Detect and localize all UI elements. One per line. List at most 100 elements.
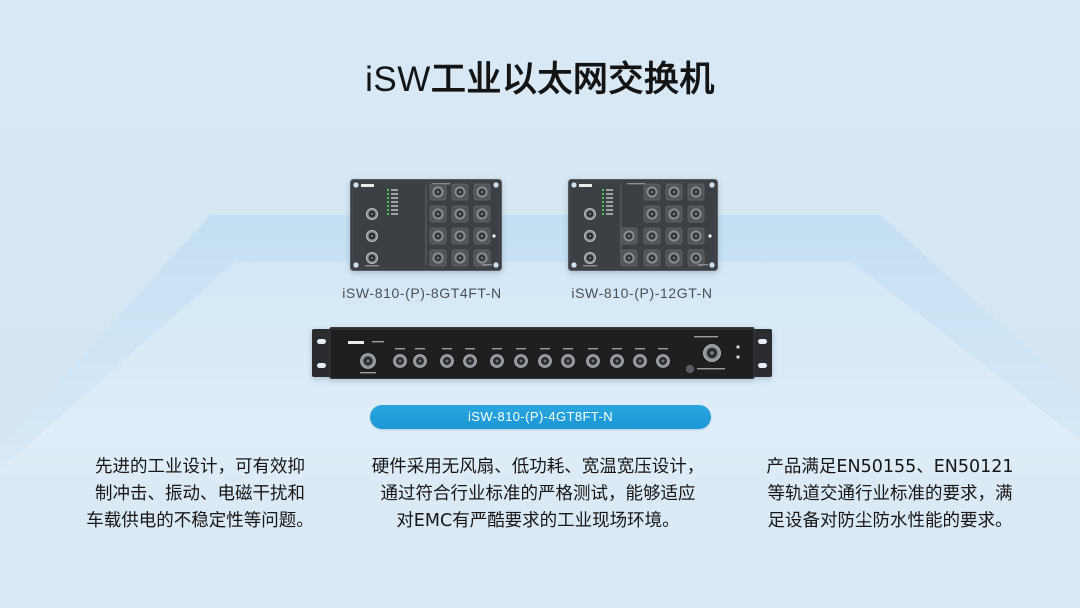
port-pin [436,256,440,260]
status-led [601,192,605,196]
m12-port [393,354,407,368]
product-image-12gt [568,179,718,271]
port-pin [694,256,698,260]
model-plate [482,264,492,266]
port-pin [588,212,592,216]
power-console-port [365,230,378,243]
power-console-port [365,207,378,220]
port-caption [563,348,573,350]
led-caption [606,189,613,191]
port-pin [672,256,676,260]
power-console-port [583,252,596,265]
product-model-label: iSW-810-(P)-12GT-N [571,285,713,301]
port-pin [458,234,462,238]
bottom-fade [0,430,1080,608]
rack-ear-left [312,329,332,377]
device-bezel [570,181,716,269]
m12-port [538,354,552,368]
feature-line: 通过符合行业标准的严格测试，能够适应 [380,484,696,504]
status-led [386,212,390,216]
port-caption [612,348,622,350]
m12-port [473,183,491,201]
led-caption [391,201,398,203]
brand-logo [579,184,592,187]
m12-port [451,205,469,223]
m12-port [687,227,705,245]
port-caption [635,348,645,350]
feature-line: 制冲击、振动、电磁干扰和 [95,484,305,504]
m12-port [413,354,427,368]
port-pin [495,359,499,363]
mounting-hole [493,182,499,188]
led-caption [391,205,398,207]
status-led [601,212,605,216]
led-caption [606,213,613,215]
m12-port [473,249,491,267]
status-led [386,196,390,200]
m12-port [463,354,477,368]
status-led [601,204,605,208]
feature-line: 等轨道交通行业标准的要求，满 [767,484,1013,504]
port-pin [458,190,462,194]
port-pin [480,234,484,238]
rack-slot [317,363,326,368]
feature-description: 先进的工业设计，可有效抑 制冲击、振动、电磁干扰和 车载供电的不稳定性等问题。 [60,454,340,535]
port-pin [436,212,440,216]
m12-port [665,227,683,245]
port-pin [694,212,698,216]
status-led [736,355,740,359]
port-pin [661,359,665,363]
device-body [568,179,718,271]
brand-logo [348,341,364,344]
port-pin [650,190,654,194]
port-pin [480,212,484,216]
port-caption [415,348,425,350]
m12-port [687,183,705,201]
port-pin [650,256,654,260]
ground-screw [686,365,694,373]
port-pin [566,359,570,363]
port-caption [658,348,668,350]
mounting-hole [353,262,359,268]
feature-line: 产品满足EN50155、EN50121 [766,457,1014,477]
device-bezel [352,181,500,269]
status-led [601,208,605,212]
rack-slot [317,339,326,344]
port-pin [615,359,619,363]
device-body [329,327,755,379]
m12-port [586,354,600,368]
mounting-hole [571,262,577,268]
m12-port [440,354,454,368]
led-caption [606,197,613,199]
product-image-4gt8ft-rack [312,327,772,379]
port-caption [583,265,597,267]
port-pin [591,359,595,363]
slide-title-main: 工业以太网交换机 [430,60,715,100]
mounting-hole [493,262,499,268]
port-pin [436,190,440,194]
status-led [386,188,390,192]
feature-line: 车载供电的不稳定性等问题。 [86,511,314,531]
m12-port [451,249,469,267]
model-plate [698,264,708,266]
product-model-label: iSW-810-(P)-8GT4FT-N [342,285,502,301]
power-console-port [583,230,596,243]
m12-port [665,183,683,201]
port-pin [588,256,592,260]
brand-logo [361,184,374,187]
slide-title: iSW工业以太网交换机 [0,56,1080,104]
feature-line: 足设备对防尘防水性能的要求。 [767,511,1013,531]
port-caption [492,348,502,350]
feature-line: 硬件采用无风扇、低功耗、宽温宽压设计， [371,457,705,477]
group-caption [627,183,645,185]
feature-description: 产品满足EN50155、EN50121 等轨道交通行业标准的要求，满 足设备对防… [745,454,1035,535]
m12-port [514,354,528,368]
mounting-hole [571,182,577,188]
console-port [360,353,376,369]
m12-port [429,205,447,223]
m12-port [473,205,491,223]
led-caption [606,209,613,211]
port-pin [650,234,654,238]
port-pin [638,359,642,363]
m12-port [429,183,447,201]
